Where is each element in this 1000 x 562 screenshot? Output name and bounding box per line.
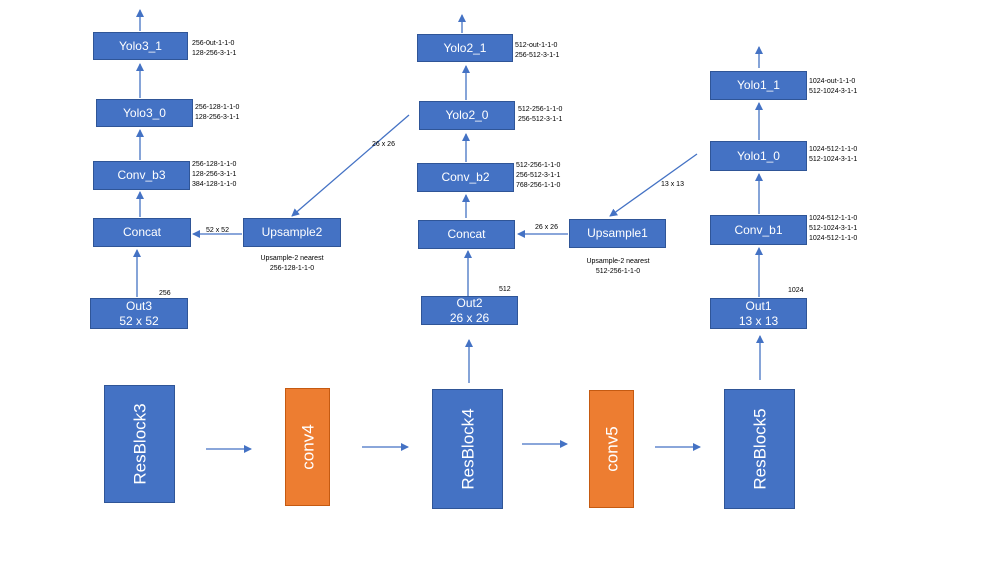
resblock3-label: ResBlock3 [130, 403, 149, 485]
yolo2-1-block: Yolo2_1 [417, 34, 513, 62]
out2-channels-label: 512 [499, 286, 511, 293]
out2-title: Out2 [456, 295, 483, 310]
resblock3-block: ResBlock3 [104, 385, 175, 503]
upsample1-input-size-label: 13 x 13 [661, 181, 684, 188]
resblock4-block: ResBlock4 [432, 389, 503, 509]
resblock5-label: ResBlock5 [750, 408, 769, 490]
resblock4-label: ResBlock4 [458, 408, 477, 490]
yolo2-1-label: Yolo2_1 [443, 40, 487, 55]
yolo3-0-label: Yolo3_0 [123, 105, 166, 120]
out1-block: Out1 13 x 13 [710, 298, 807, 329]
out1-channels-label: 1024 [788, 287, 804, 294]
upsample2-description: Upsample-2 nearest 256-128-1-1-0 [260, 255, 324, 272]
arrow-yolo2-0-to-upsample2 [291, 114, 410, 217]
yolo2-1-params: 512-out-1-1-0 256-512-3-1-1 [515, 42, 560, 59]
yolo1-0-params: 1024-512-1-1-0 512-1024-3-1-1 [809, 146, 858, 163]
upsample2-block: Upsample2 [243, 218, 341, 247]
convb1-block: Conv_b1 [710, 215, 807, 245]
yolo1-1-label: Yolo1_1 [737, 78, 780, 92]
concat3-label: Concat [122, 225, 162, 239]
yolo3-0-block: Yolo3_0 [96, 99, 193, 127]
out2-block: Out2 26 x 26 [421, 296, 518, 325]
yolo2-0-block: Yolo2_0 [419, 101, 515, 130]
convb1-label: Conv_b1 [734, 222, 783, 237]
out3-title: Out3 [125, 298, 152, 313]
convb3-block: Conv_b3 [93, 161, 190, 190]
yolo1-1-params: 1024-out-1-1-0 512-1024-3-1-1 [809, 78, 858, 95]
convb2-block: Conv_b2 [417, 163, 514, 192]
out1-title: Out1 [745, 298, 772, 313]
concat2-block: Concat [418, 220, 515, 249]
yolo3-1-params: 256-0ut-1-1-0 128-256-3-1-1 [192, 40, 237, 57]
out2-size: 26 x 26 [449, 310, 490, 325]
yolo1-0-label: Yolo1_0 [737, 148, 780, 163]
yolo2-0-label: Yolo2_0 [445, 108, 489, 122]
upsample1-block: Upsample1 [569, 219, 666, 248]
out1-size: 13 x 13 [738, 313, 779, 328]
conv4-label: conv4 [298, 424, 317, 470]
convb3-label: Conv_b3 [117, 168, 166, 182]
yolo2-0-params: 512-256-1-1-0 256-512-3-1-1 [518, 106, 563, 123]
yolo1-0-block: Yolo1_0 [710, 141, 807, 171]
yolo3-1-label: Yolo3_1 [119, 38, 162, 53]
convb2-label: Conv_b2 [441, 170, 490, 184]
out3-channels-label: 256 [159, 290, 171, 297]
yolo1-1-block: Yolo1_1 [710, 71, 807, 100]
concat3-input-size-label: 52 x 52 [206, 227, 229, 234]
upsample1-description: Upsample-2 nearest 512-256-1-1-0 [586, 258, 650, 275]
conv4-block: conv4 [285, 388, 330, 506]
upsample1-label: Upsample1 [587, 226, 648, 240]
concat3-block: Concat [93, 218, 191, 247]
convb3-params: 256-128-1-1-0 128-256-3-1-1 384-128-1-1-… [192, 161, 237, 188]
yolo3-0-params: 256-128-1-1-0 128-256-3-1-1 [195, 104, 240, 121]
concat2-input-size-label: 26 x 26 [535, 224, 558, 231]
upsample2-input-size-label: 26 x 26 [372, 141, 395, 148]
yolo3-1-block: Yolo3_1 [93, 32, 188, 60]
resblock5-block: ResBlock5 [724, 389, 795, 509]
convb2-params: 512-256-1-1-0 256-512-3-1-1 768-256-1-1-… [516, 162, 561, 189]
convb1-params: 1024-512-1-1-0 512-1024-3-1-1 1024-512-1… [809, 215, 858, 242]
concat2-label: Concat [447, 227, 486, 241]
conv5-label: conv5 [602, 426, 621, 472]
upsample2-label: Upsample2 [261, 225, 323, 239]
conv5-block: conv5 [589, 390, 634, 508]
out3-size: 52 x 52 [119, 313, 159, 328]
arrow-yolo1-0-to-upsample1 [609, 153, 698, 217]
out3-block: Out3 52 x 52 [90, 298, 188, 329]
